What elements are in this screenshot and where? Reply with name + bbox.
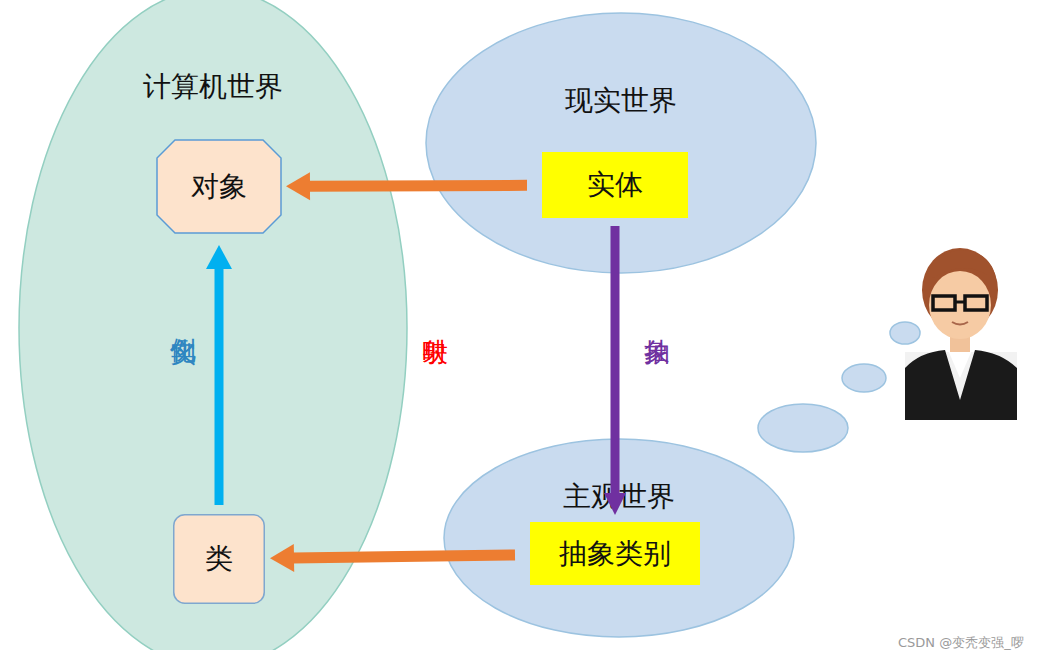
category-box: 抽象类别 xyxy=(530,522,700,585)
person-figure xyxy=(905,248,1017,420)
glasses xyxy=(955,301,965,304)
arrow-shaft xyxy=(293,555,515,558)
world-ellipse-outline xyxy=(425,12,817,274)
arrow-connector xyxy=(286,172,527,200)
object-box-shape xyxy=(157,140,281,233)
arrow-shaft xyxy=(611,226,620,494)
node-label: 抽象类别 xyxy=(530,535,700,573)
world-ellipse-shape xyxy=(444,439,794,637)
world-title: 计算机世界 xyxy=(18,68,408,106)
world-ellipse: 计算机世界对象类 xyxy=(18,0,408,650)
node-label: 类 xyxy=(173,540,265,578)
world-ellipse-shape xyxy=(426,13,816,273)
world-ellipse: 现实世界实体 xyxy=(425,12,817,274)
entity-box-shape xyxy=(542,152,688,218)
mouth xyxy=(952,322,968,325)
thought-bubble xyxy=(758,404,848,452)
class-box: 类 xyxy=(173,514,265,604)
arrow-shaft xyxy=(215,268,224,505)
arrow-head xyxy=(206,245,232,269)
object-box: 对象 xyxy=(157,140,281,233)
watermark: CSDN @变秃变强_啰 xyxy=(898,634,1024,650)
node-label: 实体 xyxy=(542,166,688,204)
glasses xyxy=(965,296,987,310)
thought-bubble xyxy=(842,364,886,392)
entity-box: 实体 xyxy=(542,152,688,218)
arrow-connector xyxy=(270,544,515,572)
glasses xyxy=(933,296,955,310)
hair-fringe xyxy=(924,250,997,285)
arrow-head xyxy=(286,172,310,200)
world-title: 现实世界 xyxy=(425,82,817,120)
arrow-head xyxy=(604,493,626,515)
arrow-connector xyxy=(604,226,626,515)
world-title: 主观世界 xyxy=(443,478,795,516)
thought-bubble xyxy=(890,322,920,344)
node-label: 对象 xyxy=(157,168,281,206)
collar xyxy=(948,350,972,378)
arrow-connector xyxy=(206,245,232,505)
arrow-head xyxy=(270,544,294,572)
world-ellipse-shape xyxy=(19,0,407,650)
arrow-shaft xyxy=(309,180,527,192)
face xyxy=(929,271,991,339)
vest xyxy=(905,350,1017,420)
category-box-shape xyxy=(530,522,700,585)
world-ellipse: 主观世界抽象类别 xyxy=(443,438,795,638)
class-box-shape xyxy=(174,515,265,604)
